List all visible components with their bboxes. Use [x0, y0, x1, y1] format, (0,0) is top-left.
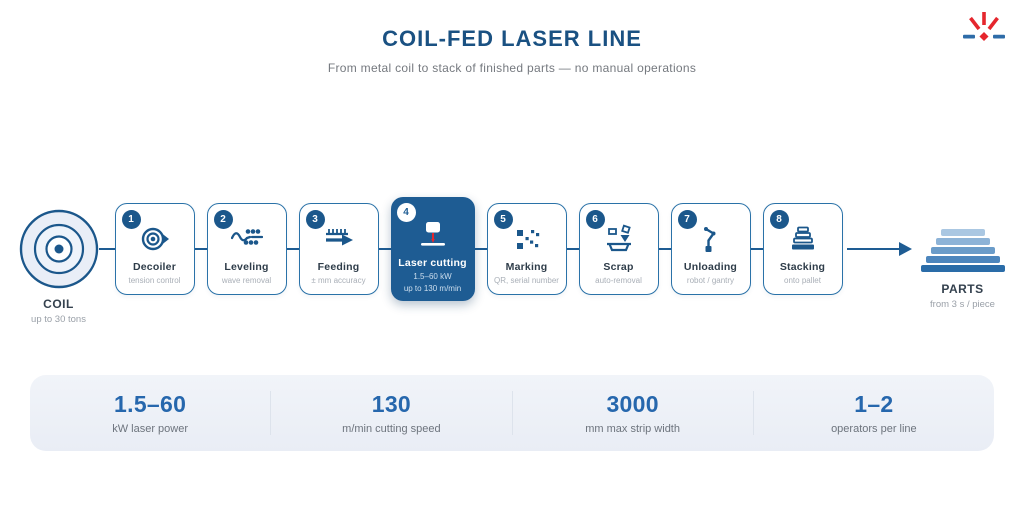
- stat-laser-power: 1.5–60 kW laser power: [30, 391, 270, 435]
- robot-arm-icon: [695, 222, 727, 256]
- stat-label: mm max strip width: [585, 423, 680, 435]
- stats-bar: 1.5–60 kW laser power 130 m/min cutting …: [30, 375, 994, 451]
- step-label: Feeding: [317, 261, 360, 273]
- parts-label: PARTS: [941, 282, 984, 296]
- step-card-unloading: 7 Unloading robot / gantry: [670, 203, 751, 295]
- coil-labels: COIL up to 30 tons: [0, 297, 119, 325]
- step-sublabel: auto-removal: [595, 276, 642, 285]
- connector-line: [750, 248, 763, 250]
- parts-output: PARTS from 3 s / piece: [920, 226, 1006, 310]
- step-card-decoiler: 1 Decoiler tension control: [114, 203, 195, 295]
- step-label: Marking: [505, 261, 548, 273]
- connector-line: [474, 248, 487, 250]
- step-sublabel: robot / gantry: [686, 276, 735, 285]
- step-sublabel: ± mm accuracy: [311, 276, 366, 285]
- step-number-badge: 7: [677, 210, 697, 229]
- parts-labels: PARTS from 3 s / piece: [903, 282, 1023, 310]
- stat-value: 1.5–60: [114, 391, 187, 417]
- stats-divider: [511, 391, 513, 435]
- page-subtitle: From metal coil to stack of finished par…: [327, 61, 697, 75]
- step-card-leveling: 2 Leveling wave removal: [206, 203, 287, 295]
- step-label: Stacking: [779, 261, 826, 273]
- connector-line: [378, 248, 391, 250]
- leveling-rollers-icon: [230, 222, 263, 256]
- step-number-badge: 6: [585, 210, 605, 229]
- stat-value: 3000: [606, 391, 659, 417]
- step-number-badge: 3: [305, 210, 325, 229]
- stat-value: 130: [371, 391, 412, 417]
- step-number-badge: 4: [396, 203, 416, 222]
- stack-layers-icon: [787, 222, 819, 256]
- process-flow: COIL up to 30 tons 1 Decoiler tension co…: [0, 197, 1024, 325]
- stat-label: m/min cutting speed: [342, 423, 441, 435]
- connector-line: [566, 248, 579, 250]
- step-label: Decoiler: [132, 261, 177, 273]
- coil-sublabel: up to 30 tons: [31, 314, 86, 325]
- step-card-laser-cutting: 4 Laser cutting 1.5–60 kW up to 130 m/mi…: [390, 197, 475, 301]
- decoiler-icon: [139, 222, 171, 256]
- feeding-ruler-arrow-icon: [323, 222, 355, 256]
- connector-line: [194, 248, 207, 250]
- step-number-badge: 8: [769, 210, 789, 229]
- stats-divider: [752, 391, 754, 435]
- header: COIL-FED LASER LINE From metal coil to s…: [0, 0, 1024, 75]
- parts-stack-icon: [940, 229, 985, 236]
- step-card-stacking: 8 Stacking onto pallet: [762, 203, 843, 295]
- step-card-scrap: 6 Scrap auto-removal: [578, 203, 659, 295]
- stat-cutting-speed: 130 m/min cutting speed: [271, 391, 511, 435]
- step-card-marking: 5 Marking QR, serial number: [486, 203, 567, 295]
- stat-label: kW laser power: [112, 423, 189, 435]
- step-label: Laser cutting: [398, 257, 467, 269]
- coil-icon: [19, 209, 99, 289]
- coil-input: COIL up to 30 tons: [19, 209, 99, 325]
- step-number-badge: 1: [121, 210, 141, 229]
- step-sublabel: onto pallet: [784, 276, 821, 285]
- step-label: Scrap: [603, 261, 634, 273]
- scrap-bin-icon: [603, 222, 635, 256]
- step-sublabel: 1.5–60 kW: [413, 272, 452, 281]
- stats-divider: [270, 391, 272, 435]
- page-title: COIL-FED LASER LINE: [382, 26, 642, 51]
- connector-line: [98, 248, 115, 250]
- stat-label: operators per line: [831, 423, 917, 435]
- output-arrow-icon: [846, 242, 912, 256]
- step-sublabel: tension control: [128, 276, 181, 285]
- laser-head-icon: [417, 218, 449, 252]
- connector-line: [286, 248, 299, 250]
- step-sublabel: QR, serial number: [494, 276, 559, 285]
- stat-operators: 1–2 operators per line: [754, 391, 994, 435]
- step-sublabel-2: up to 130 m/min: [403, 284, 462, 293]
- step-label: Leveling: [224, 261, 269, 273]
- laser-beam-logo-icon: [960, 8, 1008, 56]
- coil-label: COIL: [43, 297, 74, 311]
- connector-line: [658, 248, 671, 250]
- stat-value: 1–2: [854, 391, 894, 417]
- parts-sublabel: from 3 s / piece: [930, 299, 995, 310]
- step-label: Unloading: [683, 261, 738, 273]
- step-card-feeding: 3 Feeding ± mm accuracy: [298, 203, 379, 295]
- qr-code-icon: [511, 222, 543, 256]
- stat-strip-width: 3000 mm max strip width: [513, 391, 753, 435]
- step-number-badge: 2: [213, 210, 233, 229]
- step-number-badge: 5: [493, 210, 513, 229]
- step-sublabel: wave removal: [221, 276, 272, 285]
